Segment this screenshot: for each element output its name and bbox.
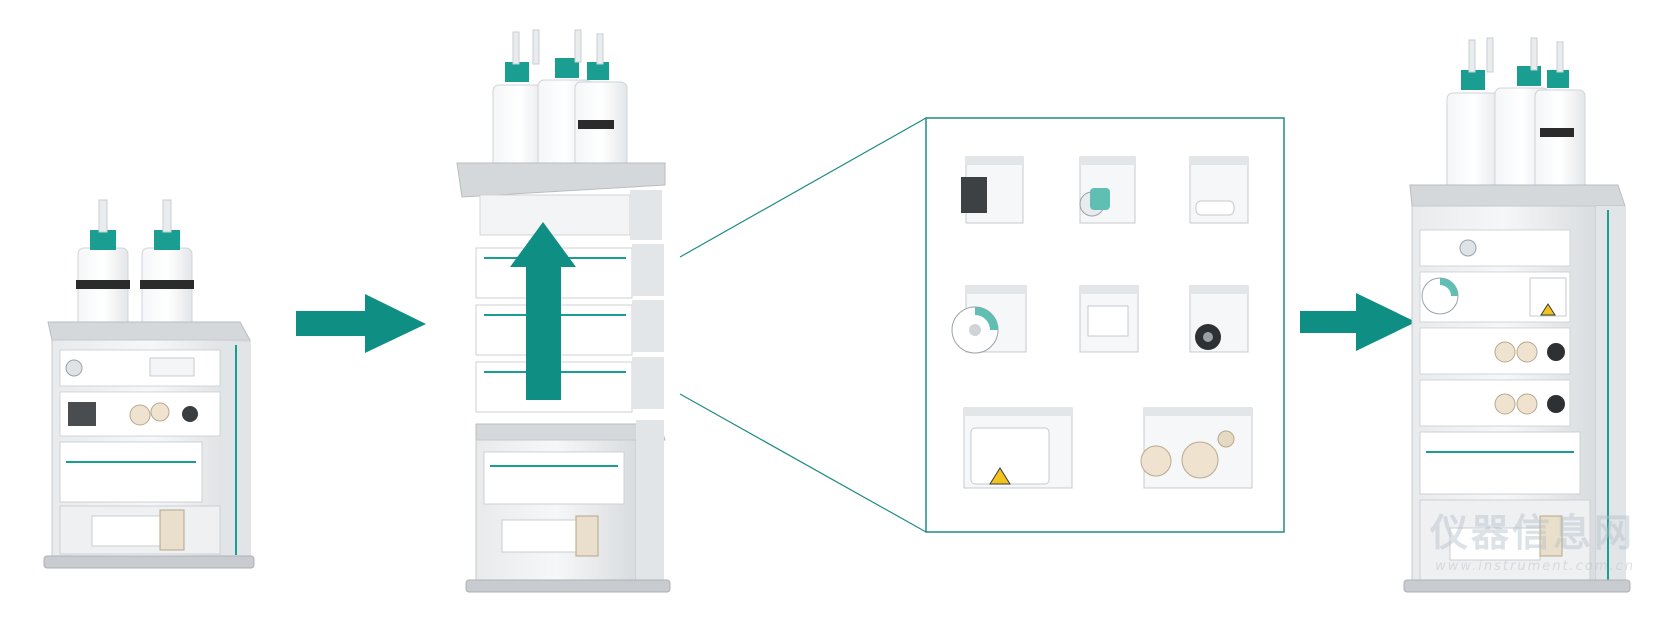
watermark: 仪器信息网 www.instrument.com.cn [1430,502,1635,574]
module-tile [963,407,1073,489]
arrow-right-icon [296,294,426,353]
module-tile [1079,285,1139,353]
module-tile [951,285,1027,354]
system-2-exploded [456,29,671,593]
laser-warning-icon [989,467,1011,485]
module-tile [1140,407,1253,489]
floating-module [475,300,664,356]
floating-module [475,357,664,413]
watermark-sub: www.instrument.com.cn [1435,559,1635,574]
solvent-bottle-cluster [1446,37,1586,194]
system-3-assembled [1403,37,1631,593]
module-tile [1189,156,1249,224]
floating-module [475,244,664,299]
arrow-up-icon [510,222,576,400]
watermark-main: 仪器信息网 [1429,511,1635,555]
system-1-basic [43,199,255,569]
arrow-right-icon [1300,293,1416,351]
module-tile [1079,156,1136,224]
module-tile [961,156,1024,224]
module-tile [1189,285,1249,353]
solvent-bottle-cluster [492,29,628,186]
module-palette-frame [925,117,1285,533]
